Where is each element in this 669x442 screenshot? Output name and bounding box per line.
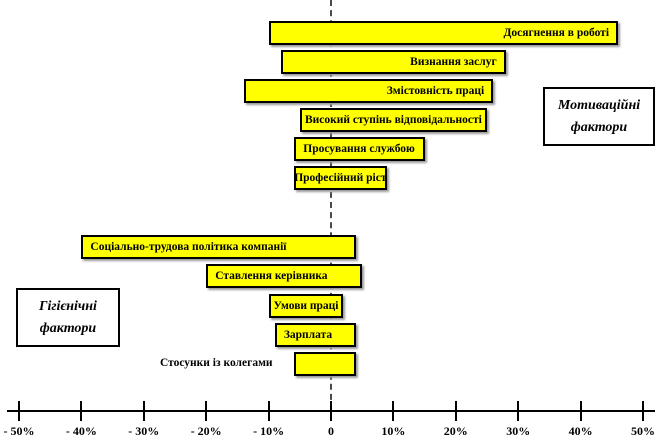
hygiene-factors-label-line1: Гігієнічні: [39, 298, 97, 314]
axis-tick-label: 50%: [631, 424, 655, 438]
axis-tick-label: 20%: [443, 424, 468, 438]
chart-bar-motivational-2: Змістовність праці: [243, 79, 494, 103]
motivational-factors-label-line2: фактори: [570, 119, 628, 135]
axis-tick-label: - 30%: [128, 424, 160, 438]
bar-label: Ставлення керівника: [215, 270, 328, 283]
bar-label: Соціально-трудова політика компанії: [90, 241, 287, 253]
chart-bar-motivational-4: Просування службою: [293, 137, 425, 161]
bar-label: Змістовність праці: [386, 85, 485, 97]
axis-tick-label: 0: [328, 424, 334, 438]
chart-bar-motivational-0: Досягнення в роботі: [268, 21, 619, 45]
axis-tick-label: 10%: [381, 424, 406, 438]
axis-tick: [18, 401, 20, 421]
axis-tick: [517, 401, 520, 421]
axis-tick: [205, 401, 208, 421]
axis-tick-label: - 10%: [253, 424, 285, 438]
bar-label: Зарплата: [283, 328, 333, 341]
axis-tick: [642, 401, 644, 421]
chart-bar-hygiene-2: Умови праці: [268, 293, 344, 318]
axis-tick: [330, 401, 332, 421]
axis-tick-label: - 50%: [3, 424, 35, 438]
axis-tick: [392, 401, 395, 421]
bar-label: Просування службою: [303, 143, 415, 155]
chart-bar-motivational-3: Високий ступінь відповідальності: [299, 108, 487, 132]
axis-tick-label: - 40%: [65, 424, 97, 438]
bar-label: Професійний ріст: [294, 172, 387, 184]
axis-tick: [267, 401, 270, 421]
axis-tick-label: 30%: [506, 424, 531, 438]
bar-label: Визнання заслуг: [410, 56, 497, 68]
chart-bar-hygiene-3: Зарплата: [274, 322, 356, 347]
hygiene-factors-label-line2: фактори: [39, 320, 97, 336]
axis-tick-label: 40%: [568, 424, 593, 438]
chart-bar-motivational-1: Визнання заслуг: [281, 50, 506, 74]
chart-bar-hygiene-1: Ставлення керівника: [206, 264, 363, 289]
bar-label: Умови праці: [273, 299, 339, 312]
bar-label: Досягнення в роботі: [503, 27, 610, 39]
hygiene-factors-box: Гігієнічні фактори: [16, 288, 120, 347]
axis-tick: [142, 401, 145, 421]
chart-bar-hygiene-4: [293, 352, 356, 377]
zero-axis-dashed-line: [330, 0, 332, 410]
motivational-factors-box: Мотиваційні фактори: [543, 87, 655, 146]
bar-label-outside: Стосунки із колегами: [159, 357, 273, 370]
axis-tick: [579, 401, 582, 421]
motivational-factors-label-line1: Мотиваційні: [557, 97, 641, 113]
chart-bar-hygiene-0: Соціально-трудова політика компанії: [81, 235, 356, 259]
axis-tick: [80, 401, 83, 421]
axis-tick: [454, 401, 457, 421]
bar-label: Високий ступінь відповідальності: [304, 114, 482, 126]
chart-bar-motivational-5: Професійний ріст: [293, 166, 388, 190]
axis-tick-label: - 20%: [190, 424, 222, 438]
